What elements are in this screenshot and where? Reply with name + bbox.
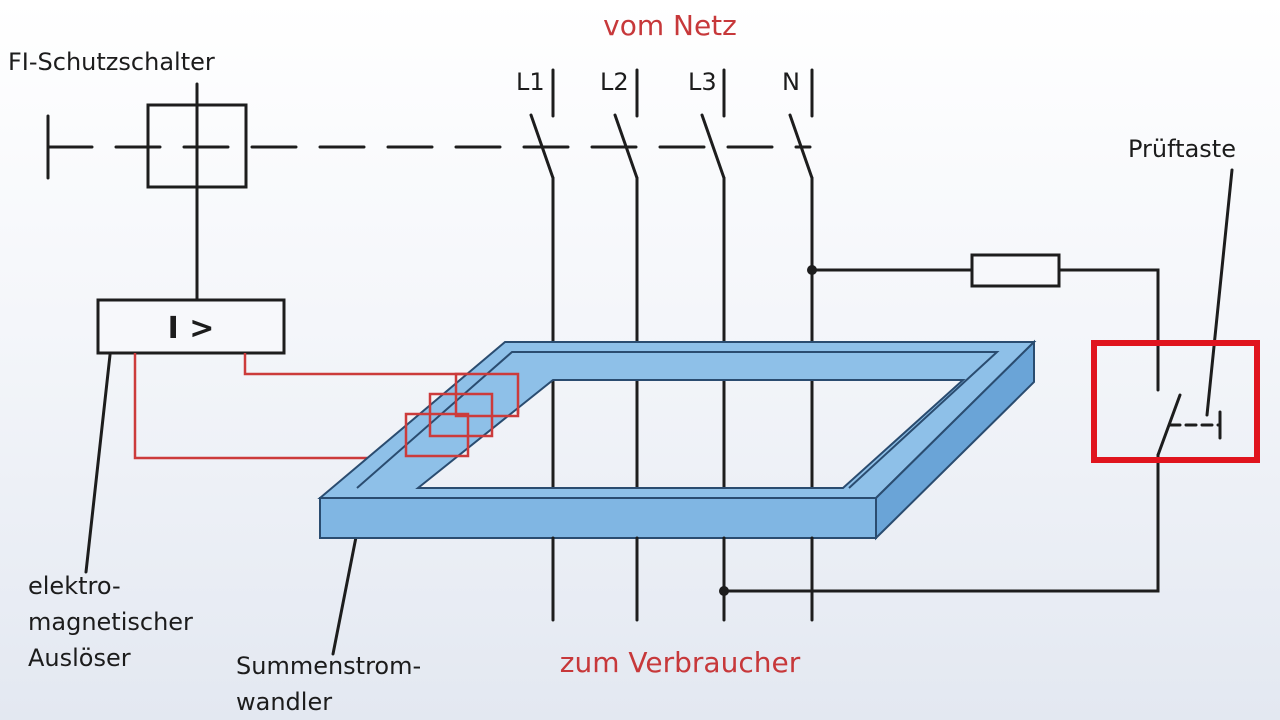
phase-label-l1: L1: [516, 68, 545, 96]
test-button-highlight: [1091, 340, 1260, 463]
breaker-label: FI-Schutzschalter: [8, 48, 215, 76]
test-button-leader: [1205, 168, 1234, 417]
test-resistor: [970, 253, 1061, 288]
phase-label-l2: L2: [600, 68, 629, 96]
test-button-label: Prüftaste: [1128, 135, 1236, 163]
relay-box: [96, 298, 286, 355]
release-label-line-1: elektro-: [28, 572, 121, 600]
junction-n: [807, 265, 817, 275]
transformer-coil: [404, 372, 520, 458]
signal-wire-outer: [133, 353, 372, 460]
transformer-leader: [331, 530, 359, 656]
test-circuit-return: [722, 453, 1160, 593]
title-bottom: zum Verbraucher: [560, 646, 801, 679]
phase-label-l3: L3: [688, 68, 717, 96]
switch-blade-l3: [700, 113, 726, 180]
phase-label-n: N: [782, 68, 800, 96]
release-label-line-2: magnetischer: [28, 608, 193, 636]
transformer-label-line-1: Summenstrom-: [236, 652, 421, 680]
release-label-line-3: Auslöser: [28, 644, 131, 672]
release-leader: [84, 353, 112, 574]
test-circuit-top-right: [1057, 268, 1160, 392]
title-top: vom Netz: [603, 9, 737, 42]
junction-l3: [719, 586, 729, 596]
transformer-label-line-2: wandler: [236, 688, 332, 716]
summation-transformer-core: [317, 339, 1037, 541]
relay-symbol: I >: [168, 311, 215, 346]
